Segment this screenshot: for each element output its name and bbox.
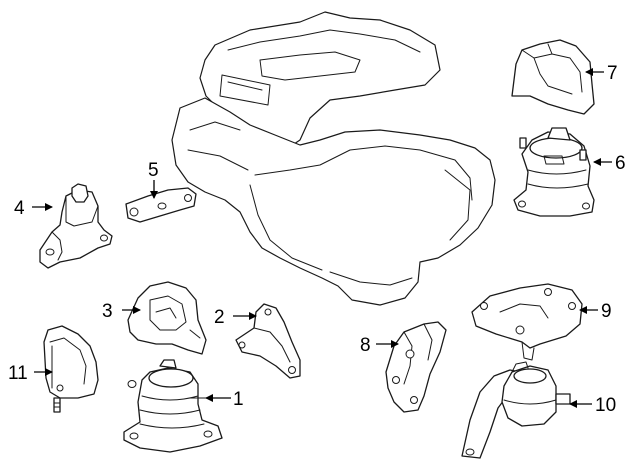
callout-4: 4 [14,198,25,219]
callout-3: 3 [102,301,113,322]
callout-9: 9 [601,301,612,322]
callout-1: 1 [233,389,244,410]
part-1-engine-mount [123,359,223,453]
engine-block-outline [171,11,496,306]
callout-labels: 1 2 3 4 5 6 7 8 9 10 11 [8,63,626,416]
callout-10: 10 [595,395,616,416]
part-3-mount-bracket [127,281,207,355]
callout-2: 2 [214,307,225,328]
part-7-mount-cover [511,39,595,115]
callout-11: 11 [8,363,28,384]
callout-8: 8 [360,335,371,356]
callout-6: 6 [615,153,626,174]
part-8-bracket [385,321,447,413]
part-6-engine-mount [513,127,595,217]
part-11-mount [43,325,99,413]
part-9-mount-plate [471,283,583,361]
callout-leaders [32,68,612,408]
callout-5: 5 [148,160,159,181]
callout-7: 7 [607,63,618,84]
part-4-engine-mount [39,183,113,269]
part-2-bracket [235,303,301,379]
part-5-bracket [125,187,197,223]
part-10-mount [461,361,571,459]
